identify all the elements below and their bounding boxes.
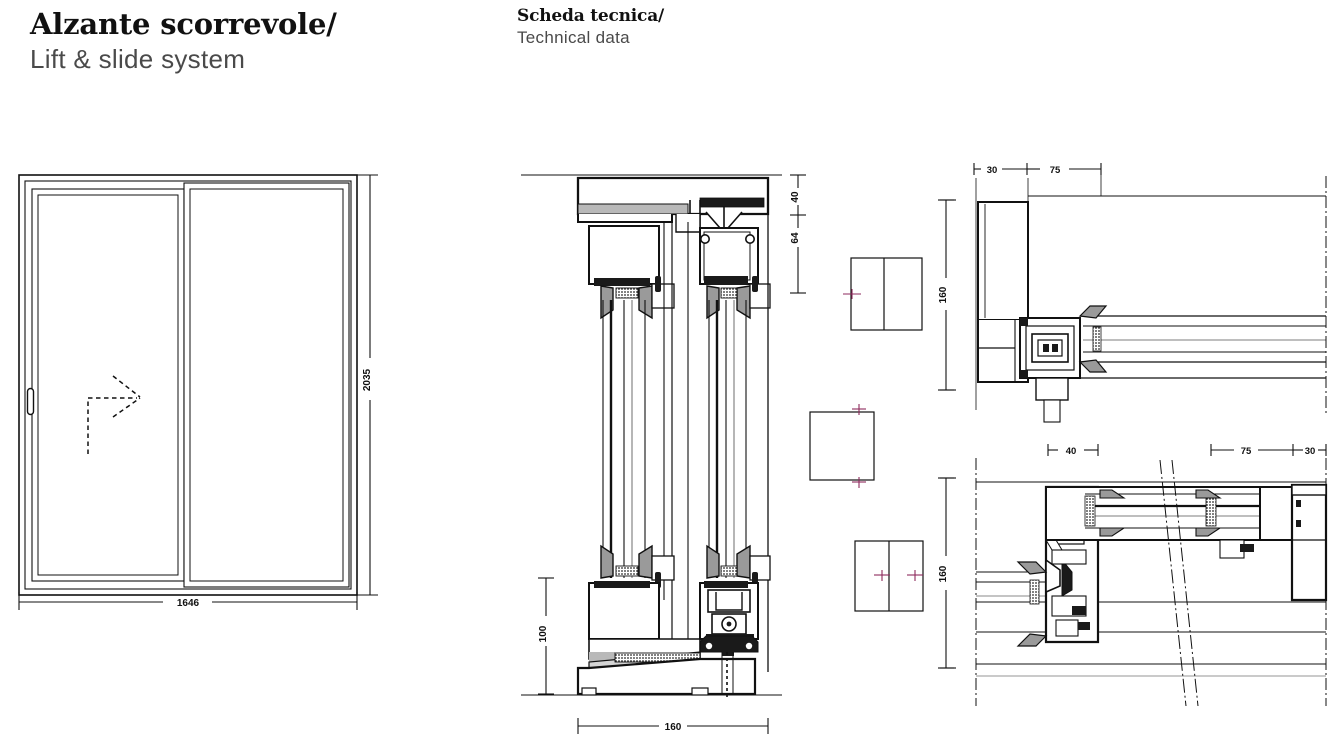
profile-block-top (843, 257, 923, 331)
jamb-dimension-a-value: 30 (987, 165, 998, 176)
jamb-overall-dimension (940, 199, 956, 391)
horizontal-section-meeting-stile: 40 75 30 (940, 444, 1328, 707)
elevation-height-dimension (356, 174, 378, 596)
section-depth-value: 160 (665, 722, 682, 733)
section-title-english: Technical data (517, 28, 630, 47)
profile-blocks: 160 160 (809, 199, 954, 669)
elevation-width-value: 1646 (177, 598, 200, 609)
page-title-english: Lift & slide system (30, 44, 246, 74)
horizontal-section-jamb: 30 75 (940, 163, 1327, 423)
door-handle-icon (26, 387, 35, 416)
meeting-stile-overall-dimension (940, 477, 956, 669)
profile-upper-dimension-value: 160 (938, 286, 949, 303)
jamb-dimension-b-value: 75 (1050, 165, 1061, 176)
profile-lower-dimension-value: 160 (938, 565, 949, 582)
roller-carriage (699, 589, 759, 656)
profile-block-middle (809, 404, 875, 488)
jamb-top-dimensions (973, 163, 1102, 175)
section-sill-height-value: 100 (538, 625, 549, 642)
section-sill-dimension (538, 577, 554, 695)
vertical-section: 40 64 100 160 (521, 174, 806, 734)
section-title: Scheda tecnica/ Technical data (517, 6, 664, 48)
meeting-stile-dimensions (1047, 444, 1327, 456)
lift-and-slide-door-elevation: 1646 2035 (18, 174, 378, 610)
section-head-inner-value: 64 (790, 232, 801, 244)
meeting-stile-right-b-value: 30 (1305, 446, 1316, 457)
meeting-stile-right-a-value: 75 (1241, 446, 1252, 457)
section-depth-dimension (577, 718, 769, 734)
section-title-italian: Scheda tecnica/ (517, 6, 665, 26)
profile-block-bottom (854, 540, 924, 612)
section-head-dimensions (790, 174, 806, 294)
elevation-width-dimension (18, 592, 358, 610)
page-title: Alzante scorrevole/ Lift & slide system (30, 8, 337, 74)
page-title-italian: Alzante scorrevole/ (30, 7, 337, 41)
meeting-stile-center-value: 40 (1066, 446, 1077, 457)
elevation-height-value: 2035 (362, 368, 373, 391)
slide-direction-arrow-icon (87, 375, 141, 454)
section-head-outer-value: 40 (790, 191, 801, 203)
